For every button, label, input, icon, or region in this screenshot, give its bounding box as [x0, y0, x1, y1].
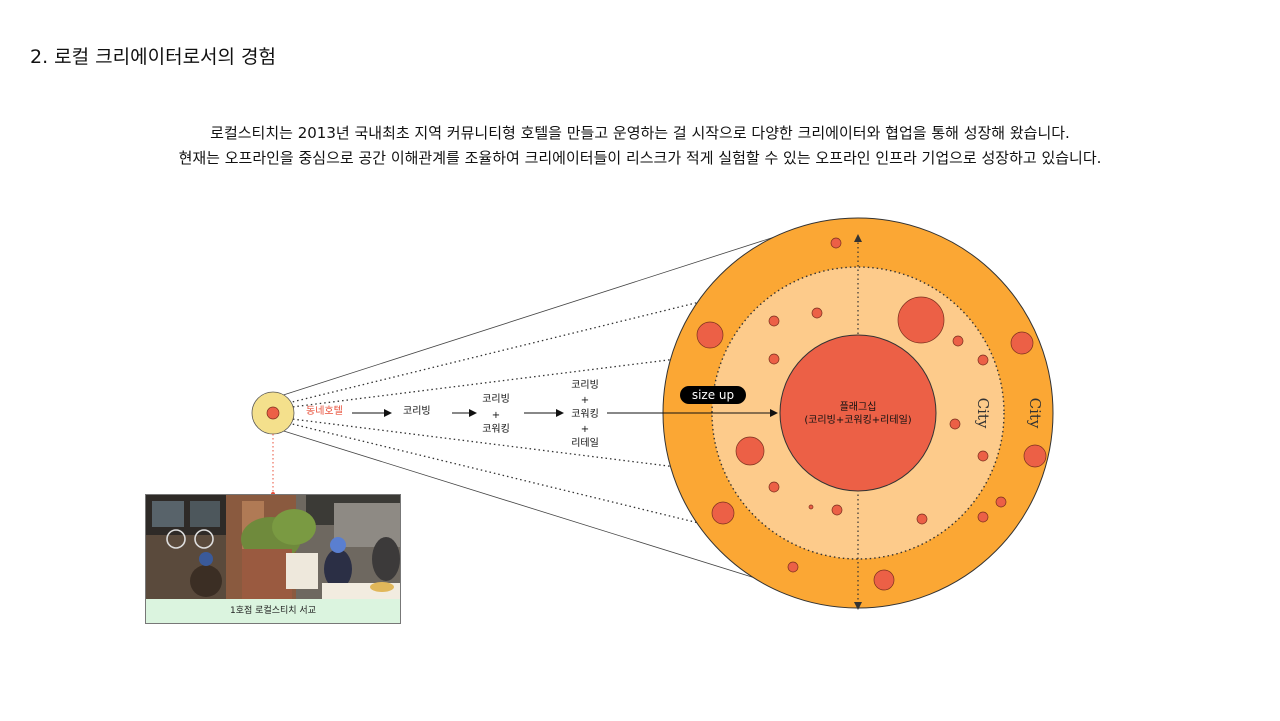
branch-photo-caption: 1호점 로컬스티치 서교	[146, 599, 400, 623]
size-up-label: size up	[692, 388, 734, 402]
core-label-1: 플래그십	[840, 401, 877, 413]
svg-text:리테일: 리테일	[571, 437, 599, 449]
flow-step-4: 코리빙 + 코워킹 + 리테일	[571, 379, 599, 449]
spread-dots	[696, 237, 1047, 591]
branch-photo-card: 1호점 로컬스티치 서교	[145, 494, 401, 624]
projection-line-bottom	[273, 427, 801, 593]
intro-line-1: 로컬스티치는 2013년 국내최초 지역 커뮤니티형 호텔을 만들고 운영하는 …	[210, 124, 1070, 142]
axis-arrow-bottom	[854, 602, 862, 610]
svg-text:+: +	[581, 424, 589, 435]
size-up-badge	[680, 386, 746, 404]
inner-ring-label: City	[974, 398, 992, 429]
intro-line-2: 현재는 오프라인을 중심으로 공간 이해관계를 조율하여 크리에이터들이 리스크…	[178, 149, 1102, 167]
svg-text:+: +	[492, 410, 500, 421]
branch-photo	[146, 495, 400, 599]
flow-step-2: 코리빙	[403, 405, 431, 417]
flow-step-3: 코리빙 + 코워킹	[482, 393, 510, 435]
outer-ring-label: City	[1026, 398, 1044, 429]
svg-text:코워킹: 코워킹	[482, 422, 510, 435]
svg-text:코리빙: 코리빙	[482, 393, 510, 405]
projection-line-top	[273, 231, 791, 399]
svg-text:코워킹: 코워킹	[571, 407, 599, 420]
svg-text:+: +	[581, 395, 589, 406]
flow-step-1: 동네호텔	[306, 405, 343, 417]
page-title: 2. 로컬 크리에이터로서의 경험	[30, 46, 277, 68]
svg-text:코리빙: 코리빙	[571, 379, 599, 391]
axis-arrow-top	[854, 234, 862, 242]
origin-core-dot	[266, 406, 280, 420]
flagship-core	[779, 334, 937, 492]
core-label-2: (코리빙+코워킹+리테일)	[804, 413, 911, 426]
